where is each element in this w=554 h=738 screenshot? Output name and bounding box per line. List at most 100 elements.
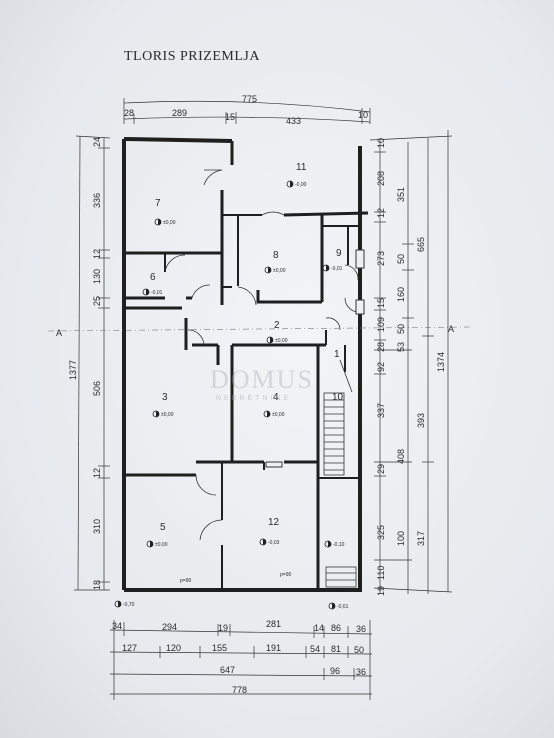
section-marker-right: A: [448, 324, 454, 334]
dim-right-1: 92: [376, 362, 386, 372]
dim-right-1: 15: [376, 298, 386, 308]
level-markers: ±0,00 -0,01 -0,00 ±0,00 -0,01 ±0,00 ±0,0…: [114, 180, 349, 610]
dim-top-part: 289: [172, 108, 187, 118]
dim-right-1: 28: [376, 342, 386, 352]
windows: [265, 249, 365, 468]
door-note: p=90: [280, 572, 291, 578]
room-number: 3: [162, 392, 168, 403]
watermark-sub: NEKRETNINE: [216, 395, 291, 402]
dim-bottom-2: 54: [310, 644, 320, 654]
room-number: 2: [274, 320, 280, 331]
dim-right-2: 53: [396, 342, 406, 352]
entrance-steps: [325, 566, 357, 588]
dim-bottom-3: 647: [220, 665, 235, 675]
outside-level-label: -0,70: [123, 602, 135, 608]
dim-bottom-1: 34: [112, 621, 122, 631]
level-label: -0,01: [151, 290, 163, 296]
dim-bottom-2: 127: [122, 643, 137, 653]
left-dimension-lines: [74, 135, 111, 591]
room-number: 4: [273, 392, 279, 403]
level-label: ±0,00: [272, 412, 285, 418]
stairs: [323, 359, 353, 476]
dim-left-part: 130: [92, 269, 102, 284]
room-number: 11: [296, 162, 307, 173]
level-label: -0,00: [295, 182, 307, 188]
top-dimension-lines: [123, 98, 371, 124]
dim-right-3: 393: [416, 413, 426, 428]
dim-top-part: 28: [124, 108, 134, 118]
level-label: ±0,00: [155, 542, 168, 548]
watermark-brand: DOMUS: [210, 365, 314, 394]
dim-bottom-2: 155: [212, 643, 227, 653]
dim-right-2: 100: [396, 531, 406, 546]
room-number: 6: [150, 272, 156, 283]
room-number: 8: [273, 250, 279, 261]
dim-left-part: 310: [92, 519, 102, 534]
dim-right-1: 12: [376, 208, 386, 218]
dim-right-2: 160: [396, 287, 406, 302]
watermark-logo: DOMUS NEKRETNINE: [210, 365, 314, 402]
dim-top-part: 15: [225, 112, 235, 122]
level-label: -0,10: [333, 542, 345, 548]
dim-bottom-2: 81: [331, 644, 341, 654]
level-label: -0,01: [331, 266, 343, 272]
right-dimension-lines: [369, 130, 453, 594]
dim-right-2: 50: [396, 254, 406, 264]
level-label: ±0,00: [273, 268, 286, 274]
dim-left-total: 1377: [68, 360, 78, 380]
section-marker-left: A: [56, 328, 62, 338]
dim-right-2: 50: [396, 324, 406, 334]
dim-left-part: 25: [92, 296, 102, 306]
level-label: ±0,00: [163, 220, 176, 226]
dim-right-1: 273: [376, 251, 386, 266]
dim-top-part: 10: [358, 110, 368, 120]
dim-right-1: 110: [376, 566, 386, 580]
dim-left-part: 506: [92, 381, 102, 396]
dim-bottom-3: 96: [330, 666, 340, 676]
dim-left-part: 12: [92, 249, 102, 259]
dim-bottom-1: 86: [331, 623, 341, 633]
dim-bottom-1: 36: [356, 624, 366, 634]
level-label: -0,03: [268, 540, 280, 546]
dim-right-3: 317: [416, 531, 426, 546]
walls: [122, 137, 369, 592]
dim-top-total: 775: [242, 94, 257, 104]
dim-left-part: 12: [92, 468, 102, 478]
dim-right-total: 1374: [436, 352, 446, 372]
dim-bottom-2: 191: [266, 643, 281, 653]
room-number: 1: [334, 349, 340, 360]
dim-left-part: 24: [92, 137, 102, 147]
dim-bottom-total: 778: [232, 685, 247, 695]
dim-left-part: 336: [92, 193, 102, 208]
dim-bottom-1: 19: [218, 623, 228, 633]
dim-right-3: 665: [416, 237, 426, 252]
dim-top-part: 433: [286, 116, 301, 126]
dim-right-1: 208: [376, 171, 386, 186]
dim-bottom-1: 294: [162, 622, 177, 632]
room-number: 10: [332, 392, 344, 403]
dim-bottom-1: 281: [266, 619, 281, 629]
room-number: 5: [160, 522, 166, 533]
plan-title: TLORIS PRIZEMLJA: [124, 49, 260, 64]
room-number: 9: [336, 248, 342, 259]
bottom-dimension-lines: [109, 620, 373, 700]
dim-right-2: 408: [396, 449, 406, 464]
dim-bottom-2: 50: [354, 645, 364, 655]
dim-right-1: 10: [376, 138, 386, 148]
room-number: 7: [155, 198, 161, 209]
dim-right-2: 351: [396, 187, 406, 202]
room-number: 12: [268, 517, 280, 528]
dim-bottom-3: 36: [356, 667, 366, 677]
door-swings: [164, 169, 359, 541]
door-note: p=90: [180, 578, 191, 584]
dim-left-part: 18: [92, 580, 102, 590]
level-label: ±0,00: [275, 338, 288, 344]
level-label: ±0,00: [161, 412, 174, 418]
outside-level-label: -0,61: [337, 604, 349, 610]
dim-right-1: 325: [376, 525, 386, 540]
dim-right-1: 109: [376, 317, 386, 332]
dim-bottom-2: 120: [166, 643, 181, 653]
section-line-a: A A: [47, 324, 471, 338]
